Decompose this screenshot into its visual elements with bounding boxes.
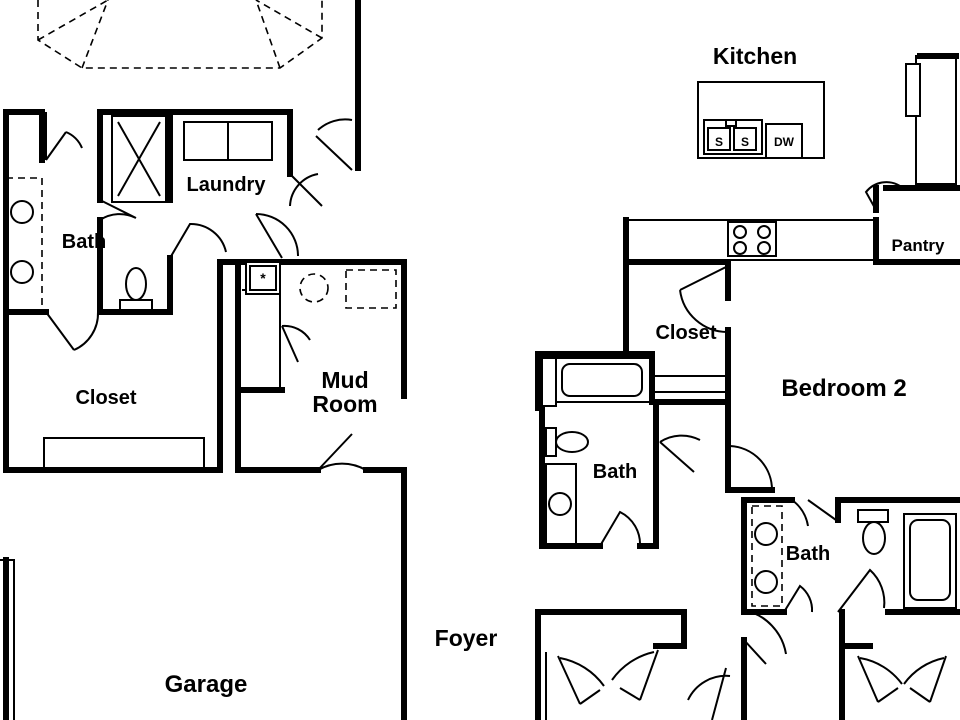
- label-kitchen: Kitchen: [713, 43, 797, 69]
- closet-doors-bottom: [545, 649, 947, 720]
- label-sink-right: S: [741, 135, 749, 149]
- label-closet-master: Closet: [75, 387, 136, 409]
- bathtub-bath2: [541, 357, 651, 407]
- closet-shelf: [43, 437, 205, 469]
- room-labels: Kitchen Laundry Bath Closet Mud Room Gar…: [62, 43, 945, 698]
- label-foyer: Foyer: [435, 625, 498, 651]
- label-bath-3: Bath: [786, 543, 830, 565]
- label-pantry: Pantry: [892, 236, 945, 255]
- walls-left: [3, 0, 407, 720]
- water-heater: [299, 269, 397, 309]
- toilet-left: [119, 267, 153, 311]
- label-bath-2: Bath: [593, 461, 637, 483]
- walls-right: [535, 185, 960, 720]
- kitchen-counter: [625, 219, 877, 261]
- label-fan: *: [260, 270, 266, 286]
- fixture-labels: S S DW *: [260, 135, 794, 286]
- toilet-bath2: [545, 427, 589, 457]
- label-mud: Mud: [321, 367, 368, 393]
- vanity-bath3: [751, 505, 783, 607]
- label-dishwasher: DW: [774, 135, 795, 149]
- vanity-left: [5, 177, 43, 311]
- doors-left: [45, 112, 367, 471]
- toilet-bath3: [857, 509, 889, 555]
- label-sink-left: S: [715, 135, 723, 149]
- label-closet-br2: Closet: [655, 322, 716, 344]
- utility-unit: [245, 261, 281, 295]
- doors-right: [599, 181, 901, 665]
- bathtub-bath3: [903, 513, 957, 609]
- ceiling-outline: [37, 0, 323, 69]
- label-laundry: Laundry: [187, 174, 267, 196]
- label-room: Room: [312, 391, 377, 417]
- shower-stall: [111, 115, 167, 203]
- washer-dryer: [183, 121, 273, 161]
- label-bath-master: Bath: [62, 231, 106, 253]
- label-garage: Garage: [165, 671, 248, 698]
- label-bedroom-2: Bedroom 2: [781, 375, 906, 402]
- fridge: [905, 53, 959, 185]
- kitchen-island: [697, 81, 825, 159]
- sink-bath2: [545, 463, 577, 545]
